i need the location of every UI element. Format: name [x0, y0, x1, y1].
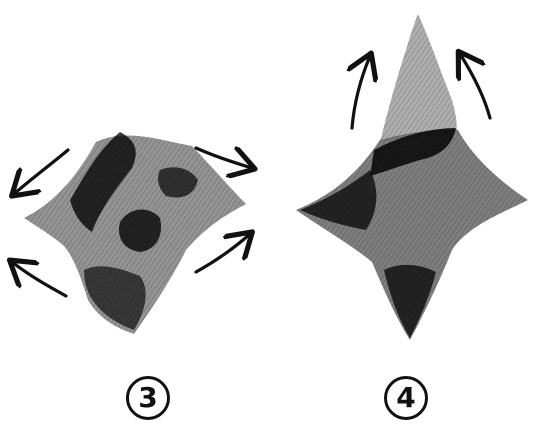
figure-3 [12, 132, 252, 334]
arrow-4-up-left [352, 56, 370, 128]
arrow-4-up-right [460, 54, 490, 118]
shade-left-4 [300, 170, 376, 230]
figure-4 [296, 14, 528, 340]
shade-lower-3 [84, 266, 146, 330]
arrow-3-lower-left [12, 262, 66, 296]
step-label-4: 4 [384, 376, 428, 420]
step-label-3: 3 [126, 376, 170, 420]
arrow-3-upper-left [14, 150, 68, 194]
arrow-3-lower-right [196, 234, 250, 272]
